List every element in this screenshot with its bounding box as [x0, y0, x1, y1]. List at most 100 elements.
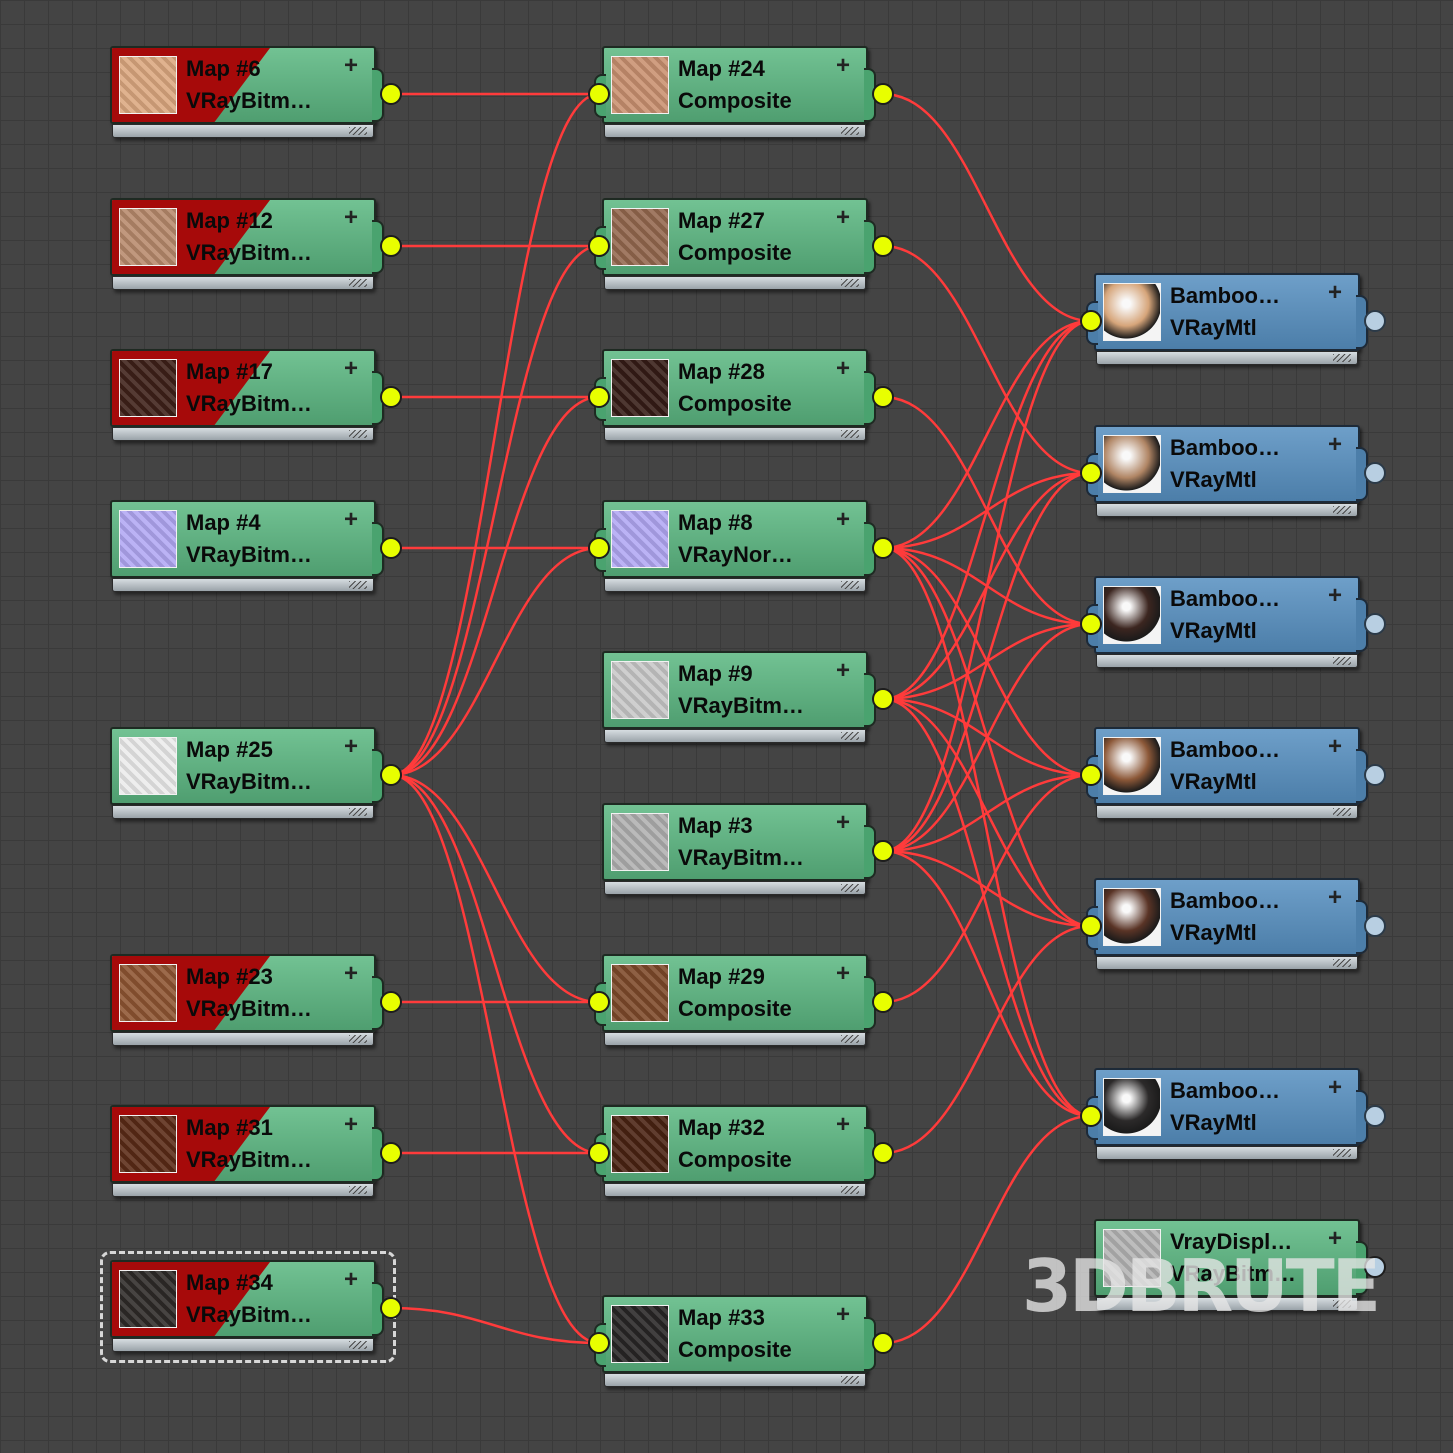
node-map-25[interactable]: Map #25 VRayBitm… + — [110, 727, 402, 823]
output-socket[interactable] — [380, 537, 402, 559]
node-bamboo-material-4[interactable]: Bamboo… VRayMtl + — [1080, 727, 1386, 823]
input-socket[interactable] — [1080, 613, 1102, 635]
expand-plus-icon[interactable]: + — [835, 204, 850, 231]
node-map-31[interactable]: Map #31 VRayBitm… + — [110, 1105, 402, 1201]
output-socket[interactable] — [872, 991, 894, 1013]
output-socket[interactable] — [1364, 310, 1386, 332]
expand-plus-icon[interactable]: + — [835, 52, 850, 79]
node-bamboo-material-3[interactable]: Bamboo… VRayMtl + — [1080, 576, 1386, 672]
expand-plus-icon[interactable]: + — [835, 1111, 850, 1138]
node-map-28[interactable]: Map #28 Composite + — [588, 349, 894, 445]
expand-plus-icon[interactable]: + — [343, 960, 358, 987]
resize-grip-icon[interactable] — [841, 1035, 859, 1043]
resize-grip-icon[interactable] — [349, 1341, 367, 1349]
input-socket[interactable] — [588, 537, 610, 559]
node-map-23[interactable]: Map #23 VRayBitm… + — [110, 954, 402, 1050]
node-map-34[interactable]: Map #34 VRayBitm… + — [110, 1260, 402, 1356]
expand-plus-icon[interactable]: + — [1327, 279, 1342, 306]
node-map-4[interactable]: Map #4 VRayBitm… + — [110, 500, 402, 596]
node-map-29[interactable]: Map #29 Composite + — [588, 954, 894, 1050]
node-bamboo-material-2[interactable]: Bamboo… VRayMtl + — [1080, 425, 1386, 521]
resize-grip-icon[interactable] — [349, 581, 367, 589]
output-socket[interactable] — [380, 1297, 402, 1319]
node-bamboo-material-5[interactable]: Bamboo… VRayMtl + — [1080, 878, 1386, 974]
output-socket[interactable] — [1364, 764, 1386, 786]
resize-grip-icon[interactable] — [1333, 808, 1351, 816]
expand-plus-icon[interactable]: + — [343, 1111, 358, 1138]
output-socket[interactable] — [380, 235, 402, 257]
node-map-8[interactable]: Map #8 VRayNor… + — [588, 500, 894, 596]
expand-plus-icon[interactable]: + — [835, 1301, 850, 1328]
output-socket[interactable] — [872, 83, 894, 105]
resize-grip-icon[interactable] — [841, 884, 859, 892]
output-socket[interactable] — [380, 991, 402, 1013]
resize-grip-icon[interactable] — [349, 430, 367, 438]
expand-plus-icon[interactable]: + — [835, 657, 850, 684]
resize-grip-icon[interactable] — [841, 732, 859, 740]
output-socket[interactable] — [1364, 1256, 1386, 1278]
output-socket[interactable] — [1364, 915, 1386, 937]
output-socket[interactable] — [1364, 462, 1386, 484]
output-socket[interactable] — [380, 83, 402, 105]
output-socket[interactable] — [380, 764, 402, 786]
resize-grip-icon[interactable] — [841, 581, 859, 589]
resize-grip-icon[interactable] — [349, 1186, 367, 1194]
output-socket[interactable] — [872, 1332, 894, 1354]
node-bamboo-material-6[interactable]: Bamboo… VRayMtl + — [1080, 1068, 1386, 1164]
output-socket[interactable] — [380, 1142, 402, 1164]
output-socket[interactable] — [872, 537, 894, 559]
expand-plus-icon[interactable]: + — [835, 960, 850, 987]
node-map-33[interactable]: Map #33 Composite + — [588, 1295, 894, 1391]
resize-grip-icon[interactable] — [841, 1376, 859, 1384]
expand-plus-icon[interactable]: + — [1327, 1225, 1342, 1252]
resize-grip-icon[interactable] — [841, 1186, 859, 1194]
resize-grip-icon[interactable] — [349, 279, 367, 287]
input-socket[interactable] — [588, 83, 610, 105]
expand-plus-icon[interactable]: + — [835, 506, 850, 533]
expand-plus-icon[interactable]: + — [835, 355, 850, 382]
expand-plus-icon[interactable]: + — [1327, 582, 1342, 609]
input-socket[interactable] — [1080, 915, 1102, 937]
expand-plus-icon[interactable]: + — [343, 1266, 358, 1293]
expand-plus-icon[interactable]: + — [835, 809, 850, 836]
output-socket[interactable] — [872, 840, 894, 862]
output-socket[interactable] — [872, 235, 894, 257]
input-socket[interactable] — [588, 991, 610, 1013]
expand-plus-icon[interactable]: + — [343, 204, 358, 231]
node-vray-displacement[interactable]: VrayDispl… VRayBitm… + — [1094, 1219, 1386, 1315]
node-map-32[interactable]: Map #32 Composite + — [588, 1105, 894, 1201]
node-map-12[interactable]: Map #12 VRayBitm… + — [110, 198, 402, 294]
input-socket[interactable] — [1080, 764, 1102, 786]
input-socket[interactable] — [1080, 462, 1102, 484]
resize-grip-icon[interactable] — [1333, 657, 1351, 665]
output-socket[interactable] — [872, 688, 894, 710]
resize-grip-icon[interactable] — [349, 1035, 367, 1043]
output-socket[interactable] — [872, 386, 894, 408]
output-socket[interactable] — [380, 386, 402, 408]
resize-grip-icon[interactable] — [1333, 959, 1351, 967]
resize-grip-icon[interactable] — [841, 430, 859, 438]
expand-plus-icon[interactable]: + — [1327, 431, 1342, 458]
input-socket[interactable] — [588, 1142, 610, 1164]
output-socket[interactable] — [872, 1142, 894, 1164]
input-socket[interactable] — [588, 386, 610, 408]
node-map-6[interactable]: Map #6 VRayBitm… + — [110, 46, 402, 142]
expand-plus-icon[interactable]: + — [343, 733, 358, 760]
expand-plus-icon[interactable]: + — [343, 506, 358, 533]
node-bamboo-material-1[interactable]: Bamboo… VRayMtl + — [1080, 273, 1386, 369]
expand-plus-icon[interactable]: + — [343, 355, 358, 382]
node-map-17[interactable]: Map #17 VRayBitm… + — [110, 349, 402, 445]
resize-grip-icon[interactable] — [841, 127, 859, 135]
resize-grip-icon[interactable] — [1333, 354, 1351, 362]
input-socket[interactable] — [588, 235, 610, 257]
output-socket[interactable] — [1364, 613, 1386, 635]
input-socket[interactable] — [1080, 310, 1102, 332]
node-map-3[interactable]: Map #3 VRayBitm… + — [602, 803, 894, 899]
resize-grip-icon[interactable] — [1333, 1149, 1351, 1157]
node-map-24[interactable]: Map #24 Composite + — [588, 46, 894, 142]
expand-plus-icon[interactable]: + — [343, 52, 358, 79]
resize-grip-icon[interactable] — [841, 279, 859, 287]
input-socket[interactable] — [1080, 1105, 1102, 1127]
expand-plus-icon[interactable]: + — [1327, 884, 1342, 911]
output-socket[interactable] — [1364, 1105, 1386, 1127]
